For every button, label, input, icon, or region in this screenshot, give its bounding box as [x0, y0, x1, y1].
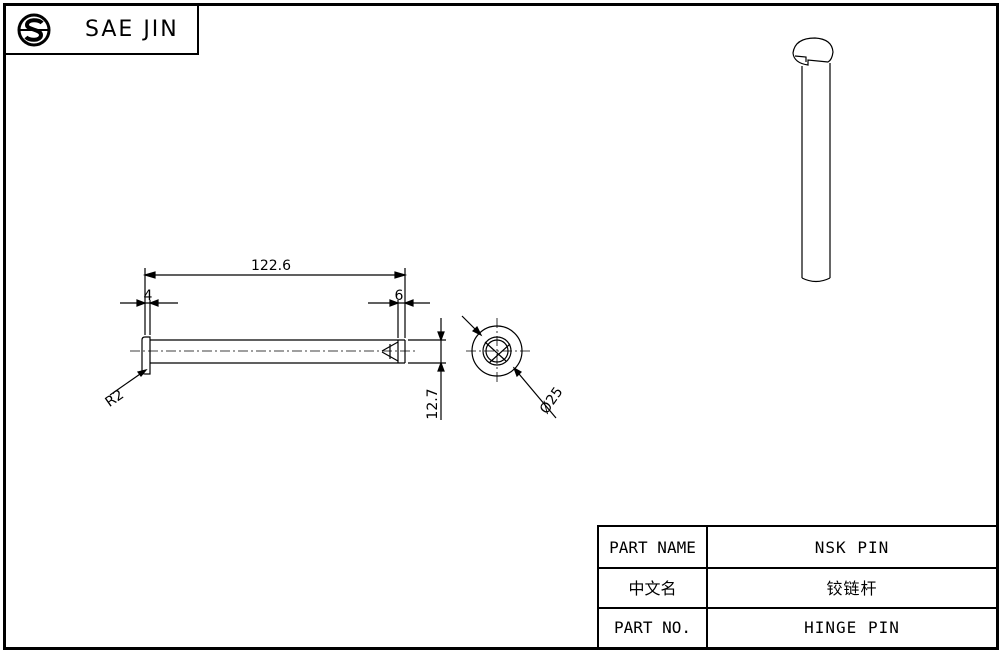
- dim-head-length: [120, 299, 178, 335]
- title-block: PART NAME NSK PIN 中文名 铰链杆 PART NO. HINGE…: [597, 525, 996, 647]
- drawing-frame: [3, 3, 999, 650]
- title-row-part-no: PART NO. HINGE PIN: [599, 607, 996, 647]
- pin-end-view: [466, 318, 530, 384]
- ss-logo-icon: [17, 13, 51, 47]
- radius-label: R2: [102, 387, 126, 411]
- company-logo-box: SAE JIN: [3, 3, 199, 55]
- pin-side-view: [130, 336, 415, 375]
- chinese-name-value: 铰链杆: [826, 579, 878, 598]
- title-row-chinese-name: 中文名 铰链杆: [599, 567, 996, 609]
- dim-diameter-leader: [461, 315, 557, 419]
- part-name-label: PART NAME: [599, 527, 708, 567]
- head-length-label: 4: [144, 288, 153, 304]
- title-row-part-name: PART NAME NSK PIN: [599, 527, 996, 569]
- dim-overall-length: [142, 268, 408, 338]
- part-no-value: HINGE PIN: [804, 617, 900, 637]
- dim-height: [408, 318, 446, 420]
- height-label: 12.7: [425, 388, 441, 419]
- tip-length-label: 6: [395, 288, 404, 304]
- overall-length-label: 122.6: [251, 258, 291, 274]
- dim-radius-leader: [109, 368, 148, 396]
- chinese-name-label: 中文名: [599, 567, 708, 607]
- part-name-value: NSK PIN: [814, 537, 890, 557]
- company-name: SAE JIN: [85, 17, 179, 42]
- part-no-label: PART NO.: [599, 607, 708, 647]
- pin-isometric-view: [792, 37, 834, 283]
- diameter-label: Ø25: [537, 384, 567, 417]
- dim-tip-length: [368, 299, 430, 338]
